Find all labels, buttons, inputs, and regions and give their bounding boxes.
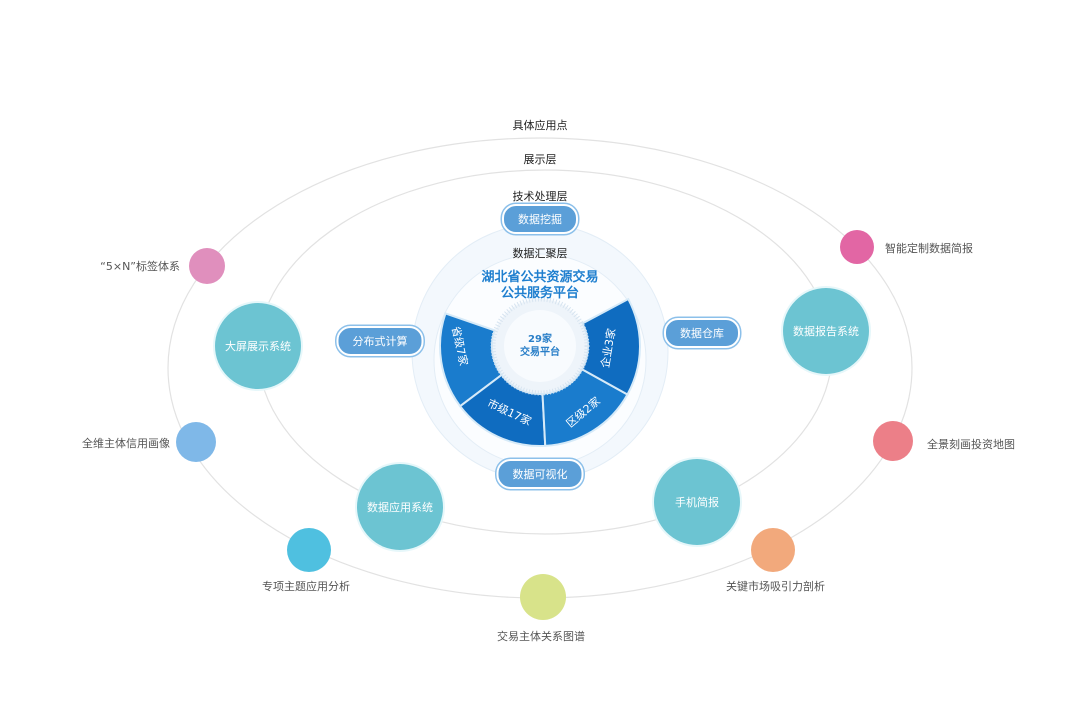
app-point-label: 专项主题应用分析 — [262, 580, 350, 593]
app-point-dot — [840, 230, 874, 264]
segment-enterprise-shape — [580, 297, 641, 396]
layer-label-application: 具体应用点 — [512, 119, 568, 132]
data-application-system: 数据应用系统 — [357, 464, 443, 550]
mobile-brief: 手机简报 — [654, 459, 740, 545]
app-point-label: 全景刻画投资地图 — [927, 438, 1015, 451]
segment-district-shape — [541, 367, 629, 447]
app-point-dot — [287, 528, 331, 572]
platform-title-line1: 湖北省公共资源交易 — [481, 270, 599, 285]
pill-distributed-computing: 分布式计算 — [336, 326, 424, 356]
app-point-label: 全维主体信用画像 — [82, 437, 170, 450]
layer-label-display: 展示层 — [523, 153, 557, 166]
app-point-dot — [873, 421, 913, 461]
core-center — [504, 310, 576, 382]
platform-title: 湖北省公共资源交易 公共服务平台 — [481, 270, 598, 302]
app-point-label: 智能定制数据简报 — [885, 242, 973, 255]
app-point-dot — [189, 248, 225, 284]
core-count: 29家 — [528, 334, 552, 345]
app-point-dot — [751, 528, 795, 572]
app-point-dot — [176, 422, 216, 462]
big-screen-system: 大屏展示系统 — [215, 303, 301, 389]
pill-data-visualization: 数据可视化 — [496, 459, 584, 489]
layer-label-aggregation: 数据汇聚层 — [512, 247, 568, 260]
core-label: 29家 交易平台 — [520, 333, 560, 359]
platform-title-line2: 公共服务平台 — [500, 286, 580, 301]
app-point-label: 关键市场吸引力剖析 — [726, 580, 825, 593]
app-point-dot — [520, 574, 566, 620]
pill-data-mining: 数据挖掘 — [502, 204, 578, 234]
layer-label-technical: 技术处理层 — [512, 190, 568, 203]
core-text: 交易平台 — [520, 347, 560, 358]
data-report-system: 数据报告系统 — [783, 288, 869, 374]
pill-data-warehouse: 数据仓库 — [664, 318, 740, 348]
app-point-label: 交易主体关系图谱 — [497, 630, 585, 643]
app-point-label: “5×N”标签体系 — [100, 260, 180, 273]
